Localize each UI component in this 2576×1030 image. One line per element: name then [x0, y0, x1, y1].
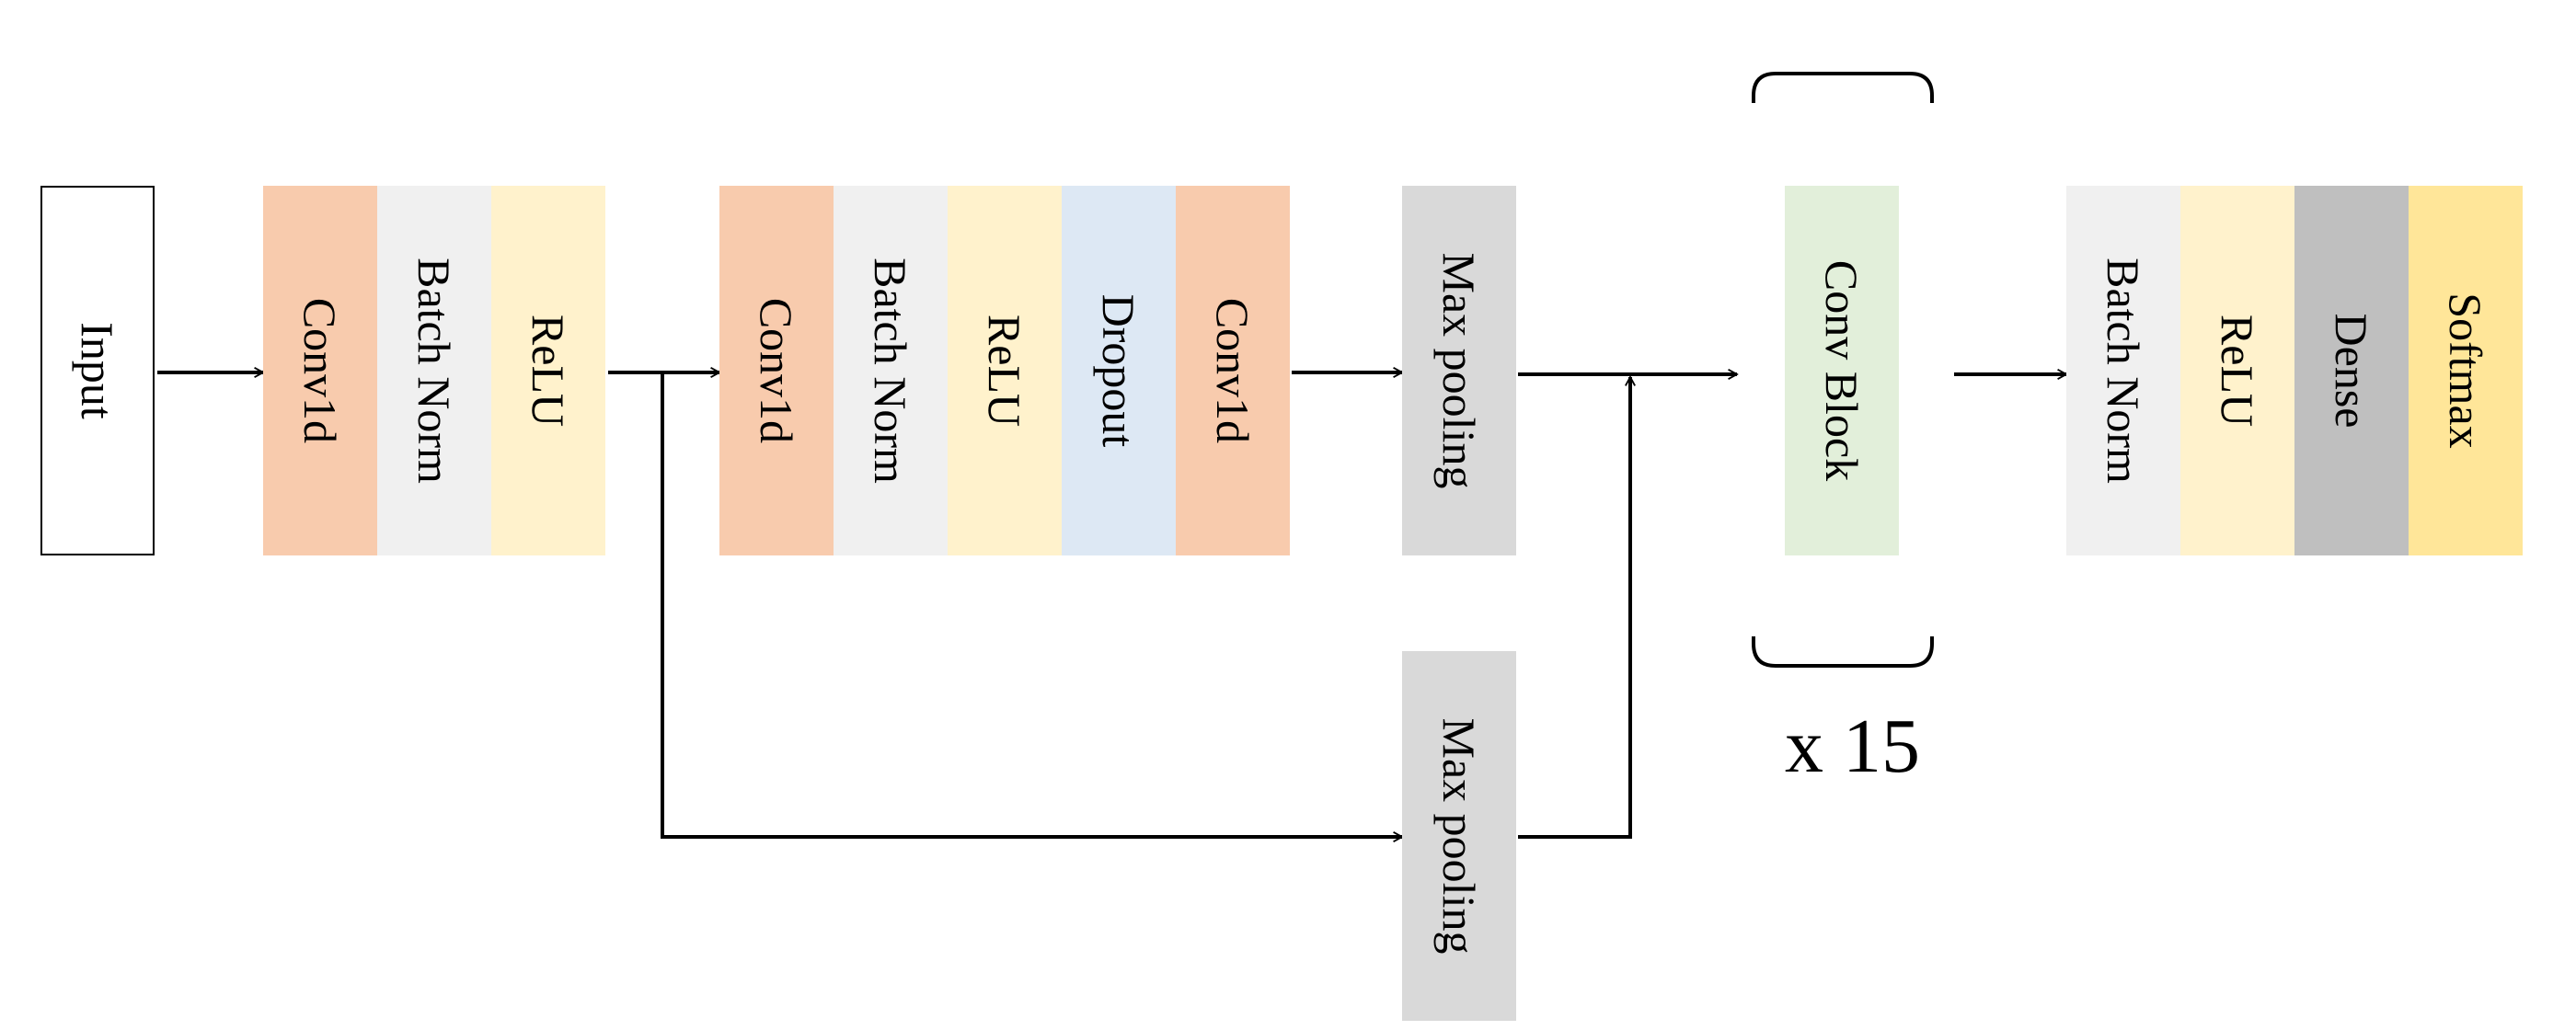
stage2-relu-label: ReLU	[979, 314, 1030, 428]
max-pooling-main-label: Max pooling	[1433, 252, 1485, 489]
stage2-dropout-label: Dropout	[1093, 293, 1144, 448]
max-pooling-main-block: Max pooling	[1402, 186, 1516, 555]
stage1-norm-block: Batch Norm	[377, 186, 491, 555]
stage2-dropout-block: Dropout	[1062, 186, 1176, 555]
repeat-bracket-bottom	[1752, 636, 1934, 668]
stage2-norm-label: Batch Norm	[865, 258, 916, 484]
stage2-conv-b-block: Conv1d	[1176, 186, 1290, 555]
stage2-conv-a-label: Conv1d	[751, 297, 802, 444]
head-relu-label: ReLU	[2212, 314, 2263, 428]
stage2-conv-a-block: Conv1d	[719, 186, 834, 555]
conv-block-repeated: Conv Block	[1785, 186, 1899, 555]
conv-block-label: Conv Block	[1816, 259, 1868, 482]
head-dense-label: Dense	[2326, 313, 2377, 429]
stage2-conv-b-label: Conv1d	[1207, 297, 1259, 444]
repeat-count-label: x 15	[1785, 704, 1920, 789]
stage1-conv-block: Conv1d	[263, 186, 377, 555]
repeat-bracket-top	[1752, 72, 1934, 103]
stage2-norm-block: Batch Norm	[834, 186, 948, 555]
stage1-conv-label: Conv1d	[294, 297, 346, 444]
head-relu-block: ReLU	[2180, 186, 2294, 555]
head-norm-label: Batch Norm	[2098, 258, 2149, 484]
head-softmax-label: Softmax	[2440, 292, 2491, 449]
stage2-relu-block: ReLU	[948, 186, 1062, 555]
input-label: Input	[72, 322, 123, 419]
arrow-skip-merge	[1518, 377, 1630, 839]
stage1-relu-label: ReLU	[523, 314, 574, 428]
max-pooling-skip-block: Max pooling	[1402, 651, 1516, 1021]
head-softmax-block: Softmax	[2409, 186, 2523, 555]
stage1-relu-block: ReLU	[491, 186, 605, 555]
stage1-norm-label: Batch Norm	[408, 258, 460, 484]
head-dense-block: Dense	[2294, 186, 2409, 555]
input-block: Input	[40, 186, 155, 555]
head-norm-block: Batch Norm	[2066, 186, 2180, 555]
skip-connection-path	[661, 372, 1402, 837]
max-pooling-skip-label: Max pooling	[1433, 717, 1485, 955]
